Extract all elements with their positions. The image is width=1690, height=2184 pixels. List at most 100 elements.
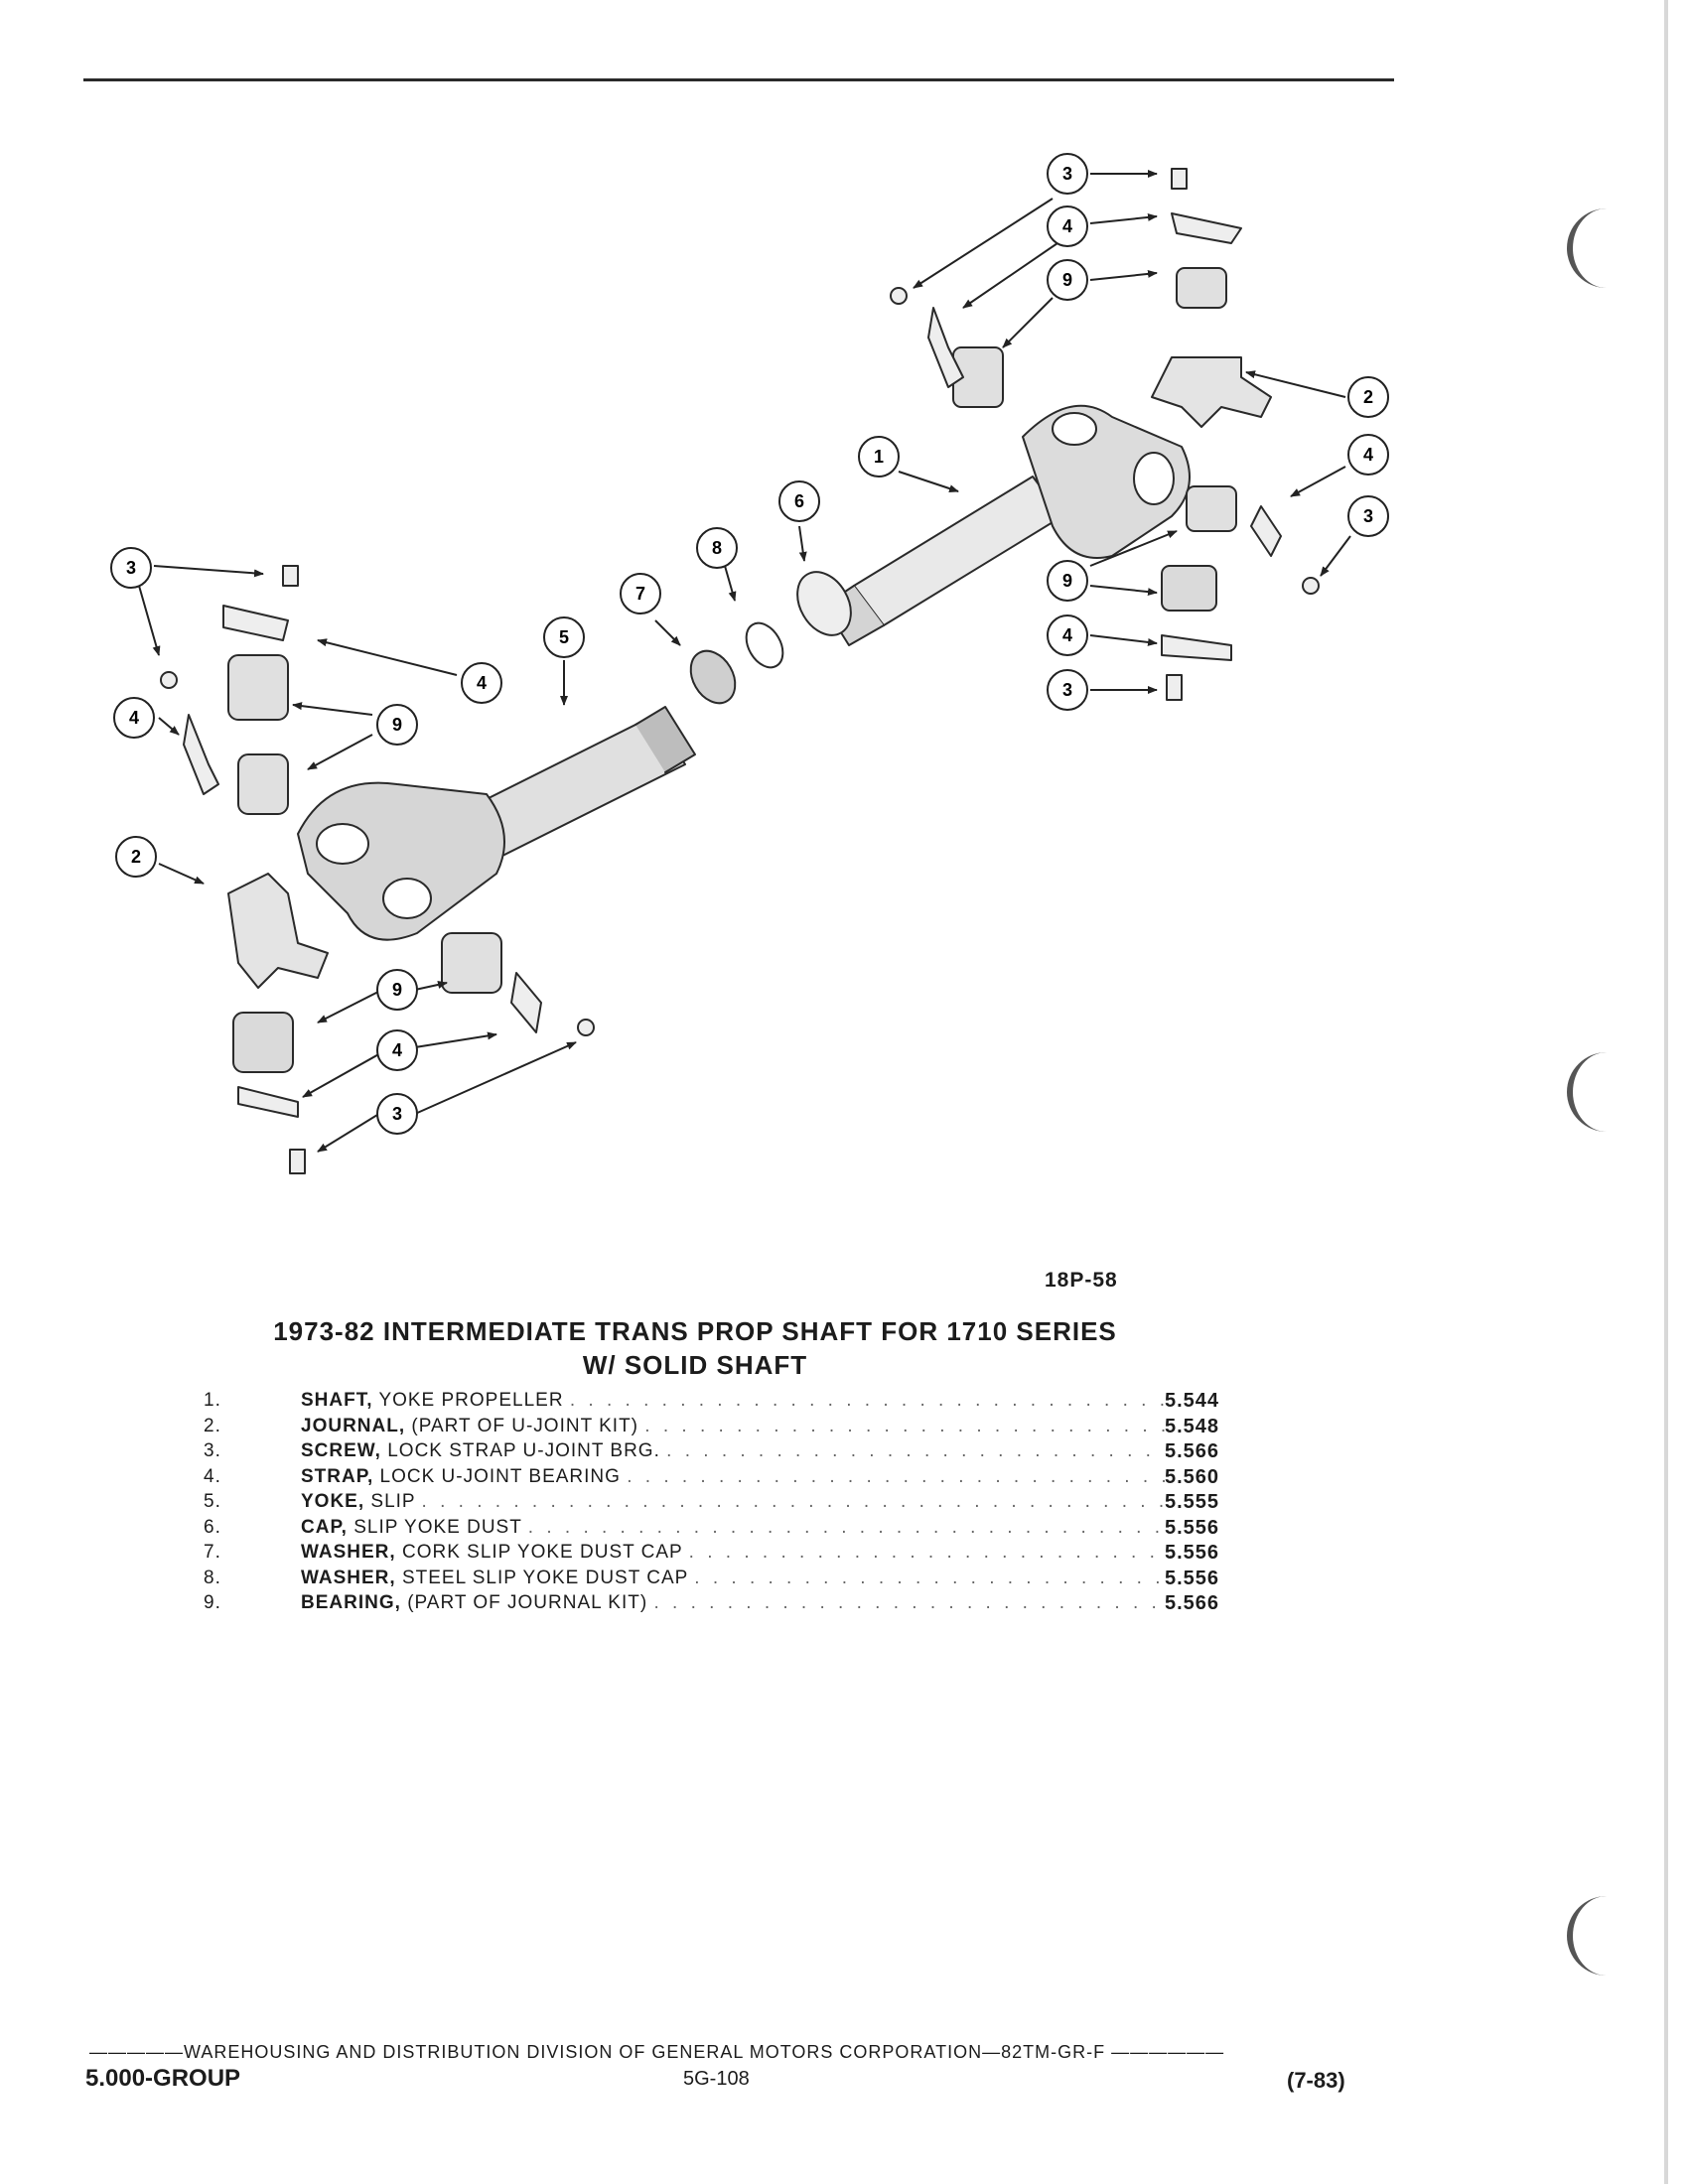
bearing-cap-left-middle <box>237 753 289 815</box>
screw-right <box>1302 577 1320 595</box>
part-detail: LOCK STRAP U-JOINT BRG. <box>387 1440 660 1461</box>
part-description: WASHER, STEEL SLIP YOKE DUST CAP . . . .… <box>301 1568 1175 1589</box>
parts-list-row: 8. WASHER, STEEL SLIP YOKE DUST CAP . . .… <box>204 1568 1236 1593</box>
parts-list-row: 5. YOKE, SLIP . . . . . . . . . . . . . .… <box>204 1491 1236 1517</box>
part-page-ref: 5.548 <box>1165 1415 1220 1437</box>
part-number: 4. <box>204 1465 221 1487</box>
lock-strap-left-lower-right <box>510 972 542 1033</box>
bearing-cap-lower-right <box>1161 565 1217 612</box>
part-number: 2. <box>204 1415 221 1436</box>
part-description: SHAFT, YOKE PROPELLER . . . . . . . . . … <box>301 1390 1175 1412</box>
lock-strap-right <box>1250 505 1282 557</box>
slip-yoke-eye-left <box>316 823 369 865</box>
part-detail: CORK SLIP YOKE DUST CAP <box>401 1542 683 1563</box>
lock-strap-left-bottom <box>237 1086 299 1118</box>
part-detail: LOCK U-JOINT BEARING <box>379 1465 621 1487</box>
lock-strap-left-middle <box>183 714 219 795</box>
footer-date: (7-83) <box>1287 2068 1345 2093</box>
lock-strap-upper-left <box>927 307 964 388</box>
part-detail: YOKE PROPELLER <box>378 1390 564 1411</box>
part-description: JOURNAL, (PART OF U-JOINT KIT) . . . . .… <box>301 1416 1175 1437</box>
leader-dots: . . . . . . . . . . . . . . . . . . . . … <box>694 1567 1175 1588</box>
part-name: JOURNAL, <box>301 1415 406 1436</box>
callout-label: 3 <box>126 558 136 578</box>
part-name: CAP, <box>301 1516 348 1538</box>
exploded-view-diagram: 3 4 9 2 4 3 9 4 3 1 6 8 7 5 3 4 4 9 2 9 … <box>110 153 1389 1174</box>
screw-upper-left <box>890 287 908 305</box>
part-page-ref: 5.560 <box>1165 1465 1220 1488</box>
parts-list-row: 1. SHAFT, YOKE PROPELLER . . . . . . . . … <box>204 1390 1236 1416</box>
part-detail: STEEL SLIP YOKE DUST CAP <box>401 1567 688 1588</box>
screw-left-lower-right <box>577 1019 595 1036</box>
callout-label: 3 <box>1062 164 1072 184</box>
parts-list-row: 2. JOURNAL, (PART OF U-JOINT KIT) . . . .… <box>204 1416 1236 1441</box>
journal-right <box>1151 356 1272 428</box>
yoke-eye-right <box>1133 452 1175 505</box>
part-description: SCREW, LOCK STRAP U-JOINT BRG. . . . . .… <box>301 1440 1175 1462</box>
callout-label: 3 <box>1062 680 1072 700</box>
bearing-cap-left-lower-right <box>441 932 502 994</box>
page-subtitle: W/ SOLID SHAFT <box>582 1350 808 1380</box>
callouts: 3 4 9 2 4 3 9 4 3 1 6 8 7 5 3 4 4 9 2 9 … <box>110 153 1389 1135</box>
slip-yoke-end <box>297 781 505 941</box>
leader-dots: . . . . . . . . . . . . . . . . . . . . … <box>653 1592 1175 1613</box>
bearing-cap-right <box>1186 485 1237 532</box>
callout-label: 4 <box>477 673 487 693</box>
slip-yoke-threads <box>634 706 696 773</box>
callout-label: 9 <box>392 980 402 1000</box>
callout-label: 2 <box>131 847 141 867</box>
page-edge <box>1664 0 1668 2184</box>
part-description: STRAP, LOCK U-JOINT BEARING . . . . . . … <box>301 1466 1175 1488</box>
callout-label: 4 <box>1062 625 1072 645</box>
steel-washer <box>745 621 784 669</box>
part-number: 5. <box>204 1491 221 1512</box>
callout-label: 3 <box>1363 506 1373 526</box>
leader-dots: . . . . . . . . . . . . . . . . . . . . … <box>627 1465 1175 1487</box>
parts-list-row: 9. BEARING, (PART OF JOURNAL KIT) . . . .… <box>204 1592 1236 1618</box>
part-description: YOKE, SLIP . . . . . . . . . . . . . . .… <box>301 1491 1175 1513</box>
part-detail: (PART OF U-JOINT KIT) <box>411 1415 639 1436</box>
part-name: SCREW, <box>301 1440 381 1461</box>
screw-left-bottom <box>289 1149 306 1174</box>
leader-dots: . . . . . . . . . . . . . . . . . . . . … <box>666 1440 1175 1461</box>
part-detail: (PART OF JOURNAL KIT) <box>407 1592 648 1613</box>
lock-strap-left-top <box>222 605 289 641</box>
screw-top-right <box>1171 168 1188 190</box>
callout-label: 1 <box>874 447 884 467</box>
parts-list-row: 6.CAP, SLIP YOKE DUST . . . . . . . . . … <box>204 1517 1236 1543</box>
part-description: BEARING, (PART OF JOURNAL KIT) . . . . .… <box>301 1592 1175 1614</box>
leader-arrows <box>138 170 1351 1153</box>
part-number: 7. <box>204 1542 221 1563</box>
footer-division: —————WAREHOUSING AND DISTRIBUTION DIVISI… <box>89 2042 1225 2062</box>
part-description: WASHER, CORK SLIP YOKE DUST CAP . . . . … <box>301 1542 1175 1564</box>
footer-page-number: 5G-108 <box>683 2068 750 2090</box>
callout-label: 4 <box>1363 445 1373 465</box>
part-description: CAP, SLIP YOKE DUST . . . . . . . . . . … <box>301 1517 1175 1539</box>
callout-label: 9 <box>1062 571 1072 591</box>
callout-label: 4 <box>392 1040 402 1060</box>
bearing-cap-top <box>1176 267 1227 309</box>
binder-hole-middle <box>1567 1052 1613 1132</box>
part-number: 8. <box>204 1567 221 1588</box>
lock-strap-top-right <box>1171 212 1242 244</box>
part-number: 3. <box>204 1440 221 1461</box>
part-name: STRAP, <box>301 1465 374 1487</box>
screw-left-middle <box>160 671 178 689</box>
callout-label: 4 <box>1062 216 1072 236</box>
parts-list-row: 7. WASHER, CORK SLIP YOKE DUST CAP . . . … <box>204 1542 1236 1568</box>
callout-label: 2 <box>1363 387 1373 407</box>
part-number: 1. <box>204 1390 221 1411</box>
slip-yoke-dust-cap <box>796 571 852 636</box>
parts-list: 1. SHAFT, YOKE PROPELLER . . . . . . . . … <box>204 1390 1236 1618</box>
part-name: WASHER, <box>301 1542 396 1563</box>
figure-id: 18P-58 <box>1045 1269 1118 1292</box>
part-page-ref: 5.556 <box>1165 1542 1220 1564</box>
part-name: WASHER, <box>301 1567 396 1588</box>
part-page-ref: 5.555 <box>1165 1491 1220 1513</box>
part-number: 9. <box>204 1592 221 1613</box>
slip-yoke-eye-lower <box>382 878 432 919</box>
callout-label: 8 <box>712 538 722 558</box>
part-page-ref: 5.556 <box>1165 1567 1220 1589</box>
cork-washer <box>689 649 737 705</box>
